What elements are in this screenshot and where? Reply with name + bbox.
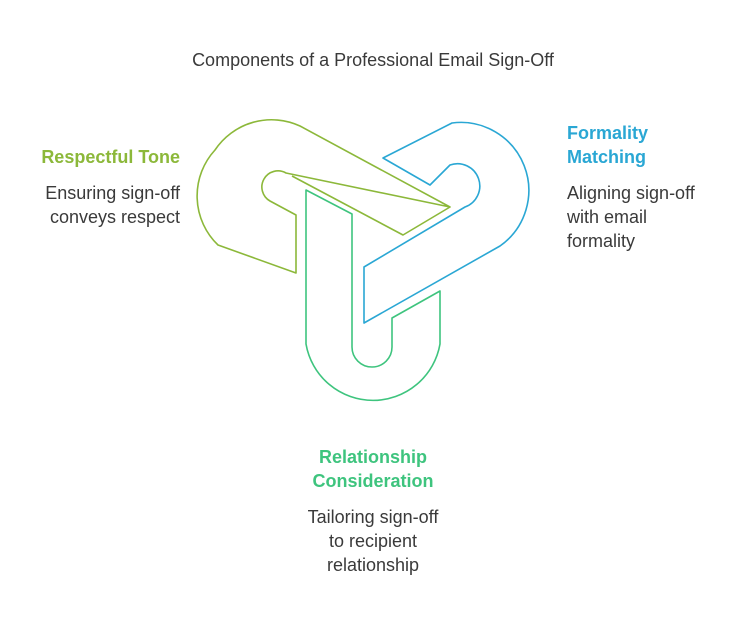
relationship-consideration-desc-line: to recipient <box>328 531 418 551</box>
relationship-consideration-desc-line: Tailoring sign-off <box>307 507 439 527</box>
formality-matching-title: Formality Matching <box>567 121 695 169</box>
relationship-consideration-description: Tailoring sign-off to recipient relation… <box>273 505 473 577</box>
formality-matching-block: Formality Matching Aligning sign-off wit… <box>567 121 695 253</box>
formality-matching-desc-line: with email <box>567 207 648 227</box>
relationship-consideration-title-line: Relationship <box>318 447 427 467</box>
respectful-tone-link <box>196 118 451 274</box>
relationship-consideration-link <box>305 189 441 402</box>
respectful-tone-inner <box>291 175 451 236</box>
relationship-consideration-desc-line: relationship <box>326 555 420 575</box>
diagram-title: Components of a Professional Email Sign-… <box>192 50 554 70</box>
formality-matching-title-line: Formality <box>567 123 649 143</box>
respectful-tone-title: Respectful Tone <box>41 147 180 167</box>
respectful-tone-block: Respectful Tone Ensuring sign-off convey… <box>41 145 180 229</box>
respectful-tone-desc-line: Ensuring sign-off <box>45 183 180 203</box>
relationship-consideration-title-line: Consideration <box>312 471 434 491</box>
formality-matching-title-line: Matching <box>567 147 646 167</box>
relationship-consideration-title: Relationship Consideration <box>273 445 473 493</box>
formality-matching-description: Aligning sign-off with email formality <box>567 181 695 253</box>
formality-matching-desc-line: Aligning sign-off <box>567 183 695 203</box>
relationship-consideration-block: Relationship Consideration Tailoring sig… <box>273 445 473 577</box>
formality-matching-link <box>363 121 530 324</box>
formality-matching-desc-line: formality <box>567 231 636 251</box>
respectful-tone-desc-line: conveys respect <box>49 207 180 227</box>
respectful-tone-description: Ensuring sign-off conveys respect <box>41 181 180 229</box>
